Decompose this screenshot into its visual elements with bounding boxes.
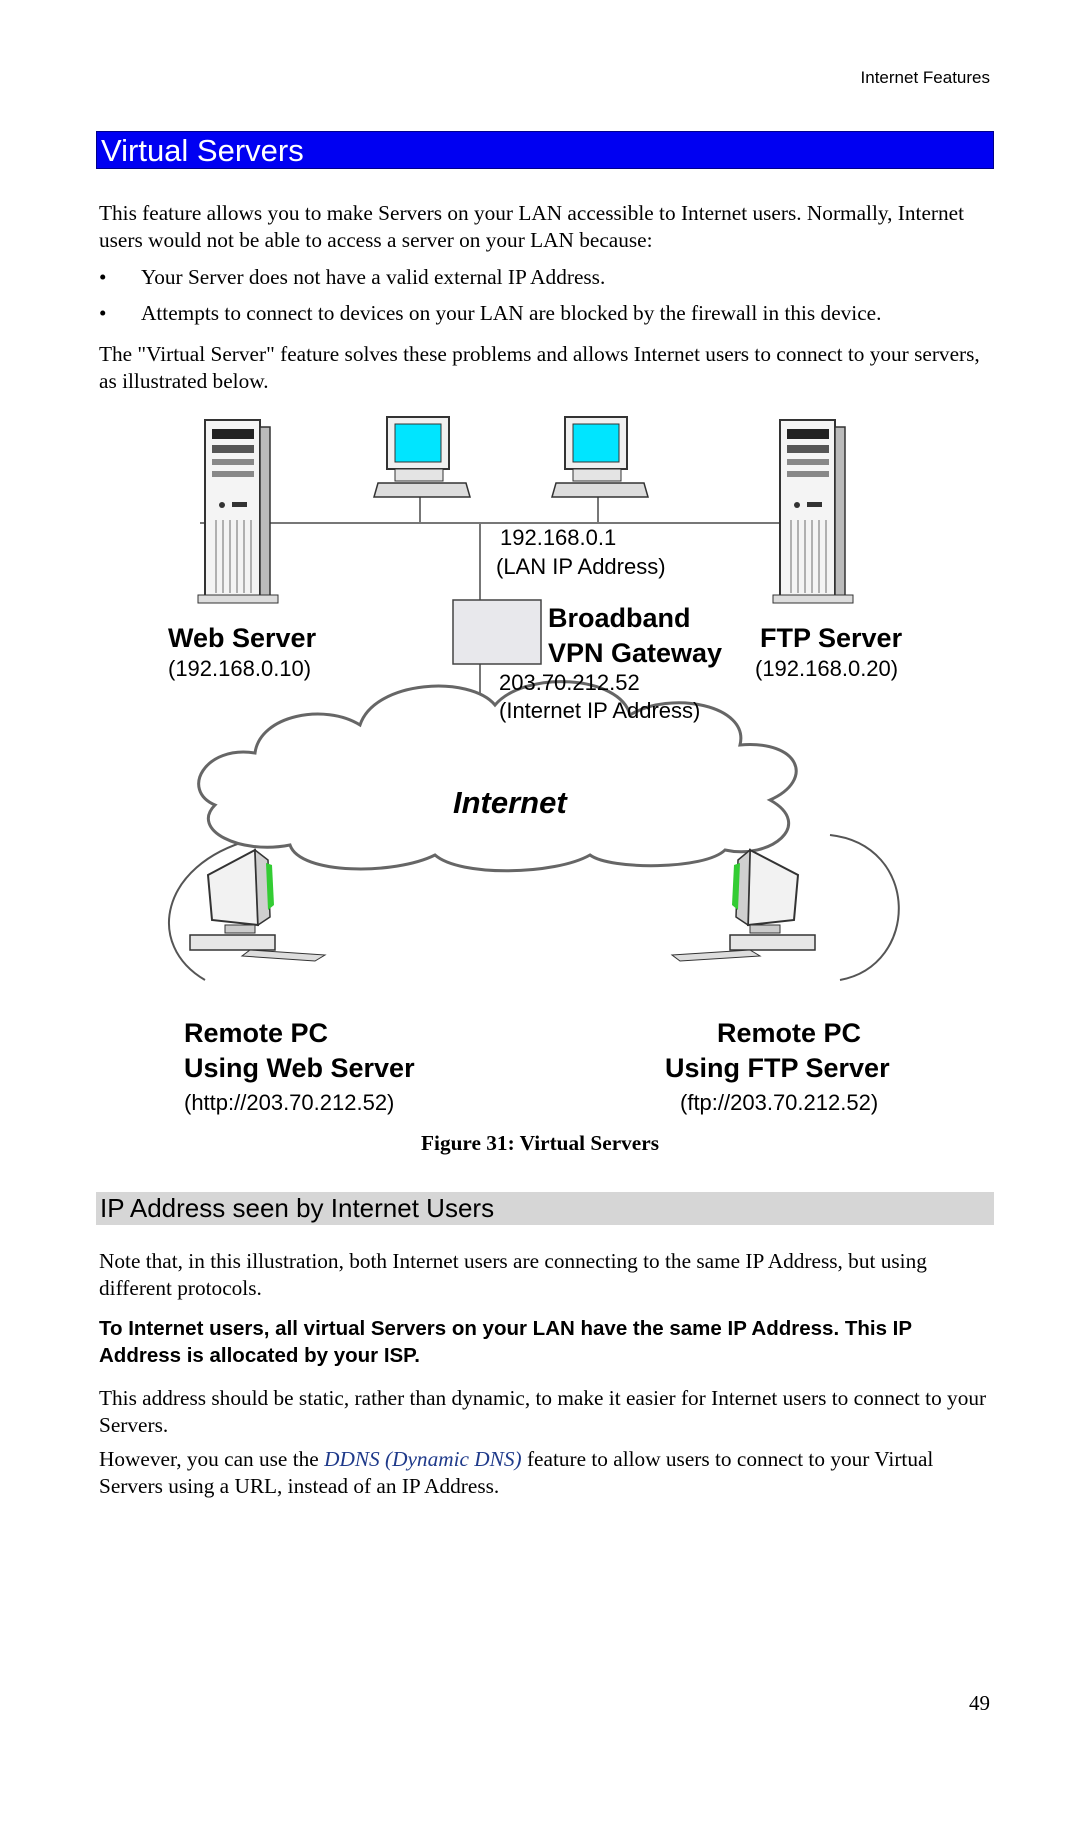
virtual-servers-diagram: 192.168.0.1 (LAN IP Address) Broadband V… (150, 405, 930, 1125)
remote-pc-ftp-icon (670, 848, 816, 962)
remote-ftp-url: (ftp://203.70.212.52) (680, 1090, 878, 1115)
ftp-server-ip: (192.168.0.20) (755, 656, 898, 681)
remote-ftp-link (829, 834, 900, 981)
remote-ftp-label-line2: Using FTP Server (665, 1053, 890, 1083)
bullet-dot-icon: • (99, 265, 107, 289)
remote-web-url: (http://203.70.212.52) (184, 1090, 394, 1115)
remote-web-label-line2: Using Web Server (184, 1053, 415, 1083)
lan-pc-icon (551, 416, 649, 498)
lan-ip-label: 192.168.0.1 (500, 525, 616, 550)
subsection-paragraph-1: Note that, in this illustration, both In… (99, 1249, 927, 1300)
web-server-icon (197, 419, 279, 604)
section-title: Virtual Servers (96, 131, 994, 169)
web-server-label: Web Server (168, 623, 317, 653)
internet-ip-caption: (Internet IP Address) (499, 698, 700, 723)
paragraph-3-lead: However, you can use the (99, 1447, 325, 1471)
internet-cloud-icon (197, 680, 798, 873)
remote-web-link (168, 839, 251, 981)
internet-ip-label: 203.70.212.52 (499, 670, 640, 695)
subsection-paragraph-2: This address should be static, rather th… (99, 1386, 987, 1437)
internet-cloud-label: Internet (453, 785, 568, 820)
lan-ip-caption: (LAN IP Address) (496, 554, 666, 579)
remote-ftp-label-line1: Remote PC (717, 1018, 861, 1048)
running-header: Internet Features (860, 68, 990, 87)
web-server-ip: (192.168.0.10) (168, 656, 311, 681)
bullet-text: Your Server does not have a valid extern… (141, 265, 606, 289)
remote-web-label-line1: Remote PC (184, 1018, 328, 1048)
subsection-title: IP Address seen by Internet Users (96, 1192, 994, 1225)
gateway-label-line2: VPN Gateway (548, 638, 722, 668)
lan-pc-icon (373, 416, 471, 498)
bullet-text: Attempts to connect to devices on your L… (141, 301, 882, 325)
ftp-server-label: FTP Server (760, 623, 903, 653)
ddns-link[interactable]: DDNS (Dynamic DNS) (324, 1447, 522, 1471)
figure-caption: Figure 31: Virtual Servers (421, 1131, 659, 1155)
intro-paragraph: This feature allows you to make Servers … (99, 201, 965, 252)
solution-paragraph: The "Virtual Server" feature solves thes… (99, 342, 980, 393)
page-number: 49 (969, 1691, 990, 1715)
subsection-paragraph-3: However, you can use the DDNS (Dynamic D… (99, 1446, 989, 1500)
subsection-bold-paragraph: To Internet users, all virtual Servers o… (99, 1317, 912, 1367)
gateway-label-line1: Broadband (548, 603, 691, 633)
gateway-box (452, 599, 542, 665)
bullet-dot-icon: • (99, 301, 107, 325)
paragraph-3-tail: feature to allow users to connect to you… (99, 1447, 934, 1498)
ftp-server-icon (772, 419, 854, 604)
remote-pc-web-icon (189, 848, 327, 962)
